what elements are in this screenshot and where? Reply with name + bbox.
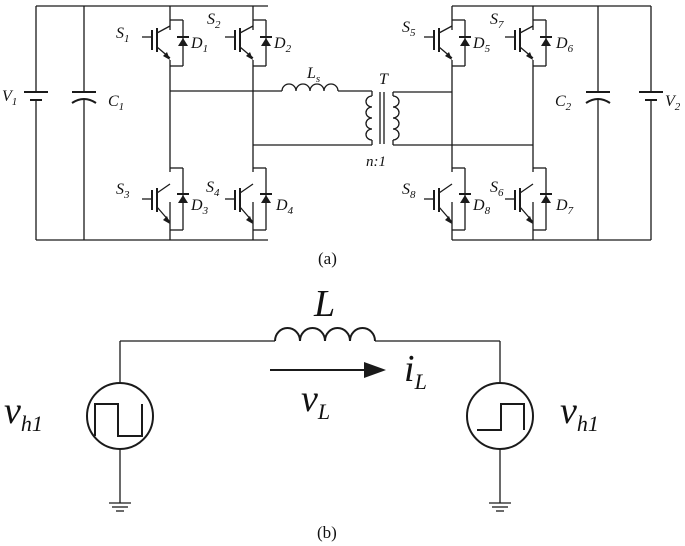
label-d5: D5 [472,35,491,55]
label-d4: D4 [275,197,294,217]
label-il: iL [404,348,427,394]
label-s7: S7 [490,11,504,31]
figure-b-circuit [86,327,534,512]
label-transformer: T [379,71,389,88]
label-v1: V1 [2,88,17,108]
label-c1: C1 [108,93,124,113]
label-ls: Ls [306,65,320,85]
switch-leg-secondary-left [424,6,471,240]
switch-leg-left [142,6,189,240]
label-s4: S4 [206,179,220,199]
capacitor-c1-symbol [71,6,97,240]
transformer-t-symbol [365,92,400,144]
label-vh1-left: vh1 [4,390,43,436]
capacitor-c2-symbol [585,6,611,240]
label-d6: D6 [555,35,574,55]
figure-a-circuit [24,5,663,241]
switch-leg-secondary-right [505,6,552,240]
battery-v1-symbol [24,6,48,240]
label-s3: S3 [116,181,130,201]
label-d7: D7 [555,197,574,217]
voltage-arrow-icon [270,362,386,378]
inductor-l-symbol [274,327,376,342]
label-vl: vL [301,378,330,424]
label-vh1-right: vh1 [560,390,599,436]
battery-v2-symbol [639,6,663,240]
label-d8: D8 [472,197,491,217]
square-wave-source-left [86,382,154,512]
square-wave-source-right [466,382,534,512]
label-s2: S2 [207,11,221,31]
caption-b: (b) [317,523,337,542]
label-d1: D1 [190,35,208,55]
label-turns-ratio: n:1 [366,154,386,170]
caption-a: (a) [318,249,337,268]
label-s8: S8 [402,181,416,201]
label-s5: S5 [402,19,416,39]
label-s6: S6 [490,179,504,199]
label-s1: S1 [116,25,130,45]
label-v2: V2 [665,93,681,113]
inductor-ls-symbol [281,83,339,92]
switch-leg-right [225,6,272,240]
label-d3: D3 [190,197,209,217]
label-c2: C2 [555,93,572,113]
label-d2: D2 [273,35,292,55]
label-l: L [313,283,335,325]
